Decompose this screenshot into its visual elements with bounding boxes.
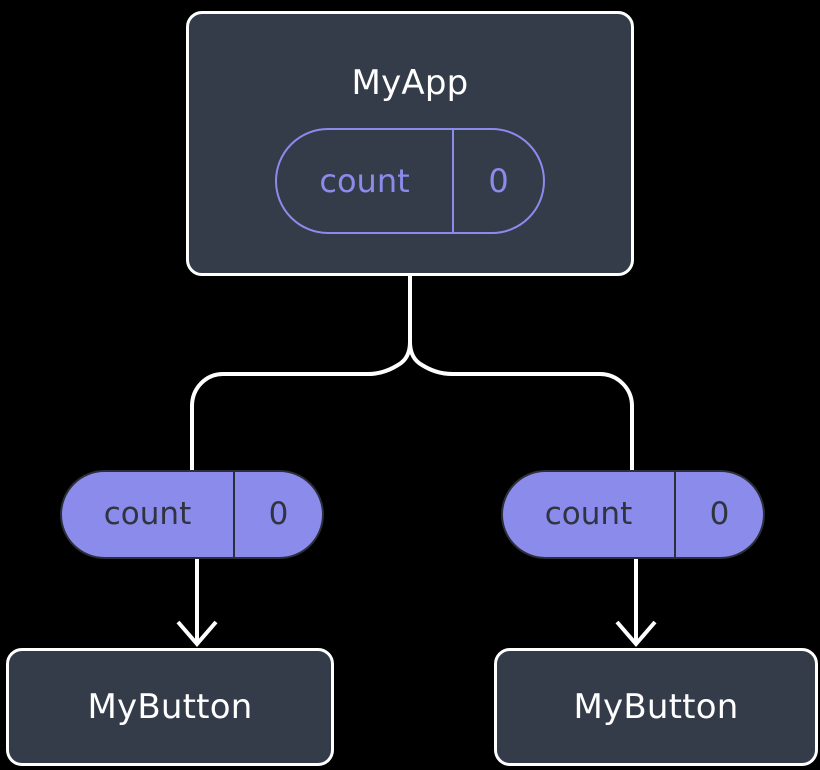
node-mybutton-right-label: MyButton [573,687,739,727]
state-pill-right-count[interactable]: count 0 [501,470,765,559]
edge-root-to-right-state [408,274,634,472]
state-pill-key: count [103,496,192,532]
node-mybutton-left-label: MyButton [87,687,253,727]
node-mybutton-right[interactable]: MyButton [494,648,818,766]
node-myapp-label: MyApp [351,63,469,103]
state-pill-myapp-count[interactable]: count 0 [275,128,545,234]
node-mybutton-left[interactable]: MyButton [6,648,334,766]
state-pill-value: 0 [452,130,543,232]
arrow-left-head-icon [176,620,218,648]
state-pill-key: count [544,496,633,532]
state-pill-left-count[interactable]: count 0 [60,470,324,559]
arrow-right-head-icon [615,620,657,648]
state-pill-value: 0 [674,472,763,557]
state-pill-key: count [319,162,410,200]
edge-root-to-left-state [190,340,412,472]
state-pill-value: 0 [233,472,322,557]
